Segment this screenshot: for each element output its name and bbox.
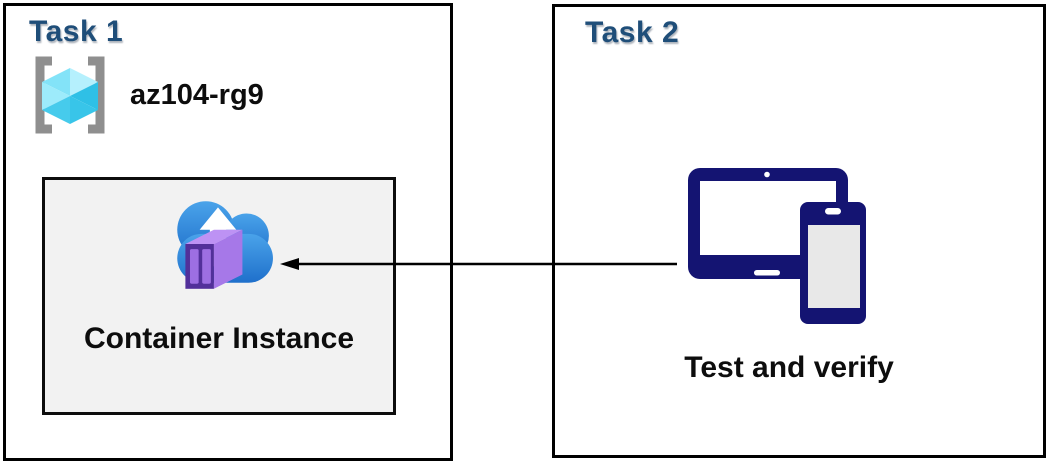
container-shape	[185, 229, 243, 289]
container-instance-box: Container Instance	[42, 177, 396, 415]
task1-title: Task 1	[29, 15, 124, 48]
arrow-task2-to-container	[280, 258, 677, 270]
test-and-verify-label: Test and verify	[684, 351, 894, 384]
left-bracket	[35, 56, 52, 134]
phone-icon	[800, 202, 866, 324]
container-instances-icon	[177, 201, 273, 289]
resource-group: az104-rg9	[26, 56, 264, 134]
task1-box: Task 1 az104-rg9	[3, 3, 453, 461]
task2-title: Task 2	[585, 16, 680, 49]
tablet-and-phone-icon	[688, 168, 866, 324]
right-bracket	[88, 56, 105, 134]
container-instance-label: Container Instance	[83, 322, 355, 355]
resource-group-icon	[35, 56, 105, 134]
cube-icon	[42, 68, 98, 124]
arrowhead-left-icon	[280, 258, 299, 270]
task2-box: Task 2 Test and verify	[552, 4, 1046, 458]
resource-group-name: az104-rg9	[130, 78, 264, 111]
